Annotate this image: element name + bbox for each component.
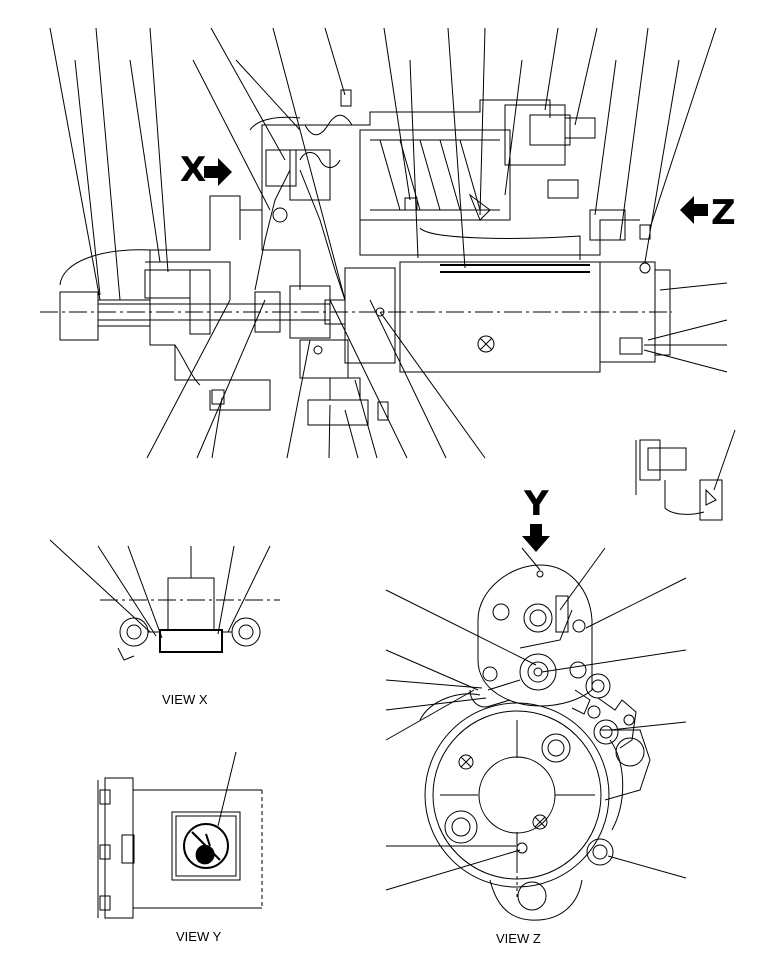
terminal-detail [635, 429, 736, 521]
leader-lines-right [643, 282, 728, 373]
view-x-marker: X [180, 150, 207, 190]
view-x-title: VIEW X [162, 692, 208, 707]
main-assembly-view [40, 27, 728, 459]
view-z-arrow [680, 196, 708, 224]
leader-lines-top [49, 27, 717, 301]
view-x-arrow [204, 158, 232, 186]
view-y-marker: Y [524, 484, 549, 524]
leader-lines-bottom [146, 299, 486, 459]
view-z-drawing [385, 547, 687, 921]
view-y-arrow [522, 524, 550, 552]
view-x-drawing [49, 539, 280, 661]
no-hand-warning-icon [183, 823, 229, 869]
view-y-drawing [97, 751, 263, 919]
view-y-title: VIEW Y [176, 929, 222, 944]
view-z-marker: Z [711, 193, 736, 233]
view-z-title: VIEW Z [496, 931, 541, 946]
